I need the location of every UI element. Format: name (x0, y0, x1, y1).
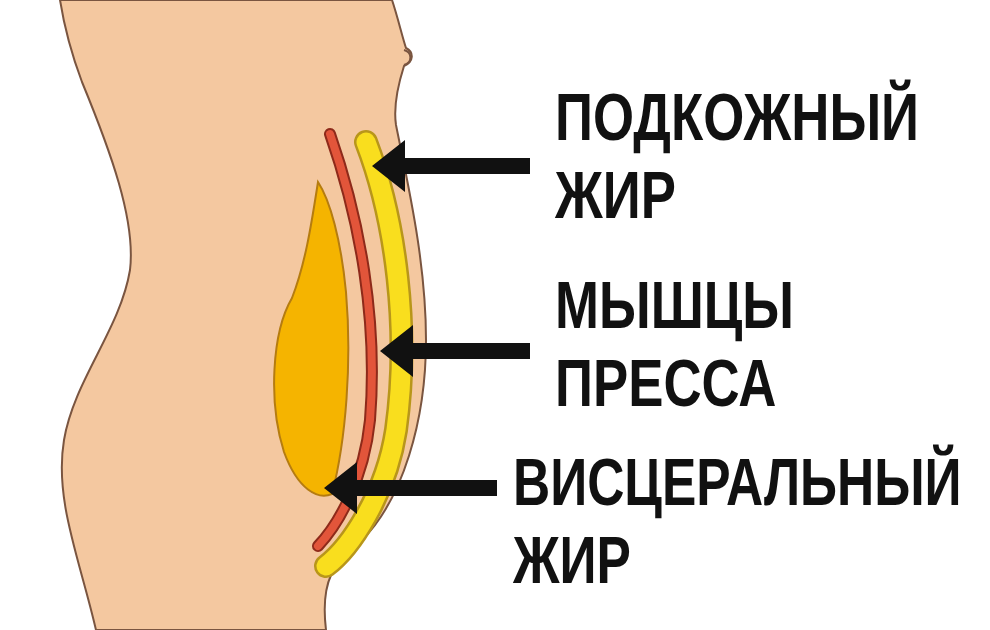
leader-arrow (380, 325, 530, 377)
callout-label: ПОДКОЖНЫЙ ЖИР (555, 78, 955, 234)
body-silhouette (60, 0, 426, 630)
callout-label: ВИСЦЕРАЛЬНЫЙ ЖИР (513, 443, 981, 599)
nipple (404, 50, 410, 65)
visceral-fat (274, 182, 348, 496)
leader-arrow (372, 140, 530, 192)
leader-arrow (324, 462, 497, 514)
callout-label: МЫШЦЫ ПРЕССА (555, 266, 955, 422)
